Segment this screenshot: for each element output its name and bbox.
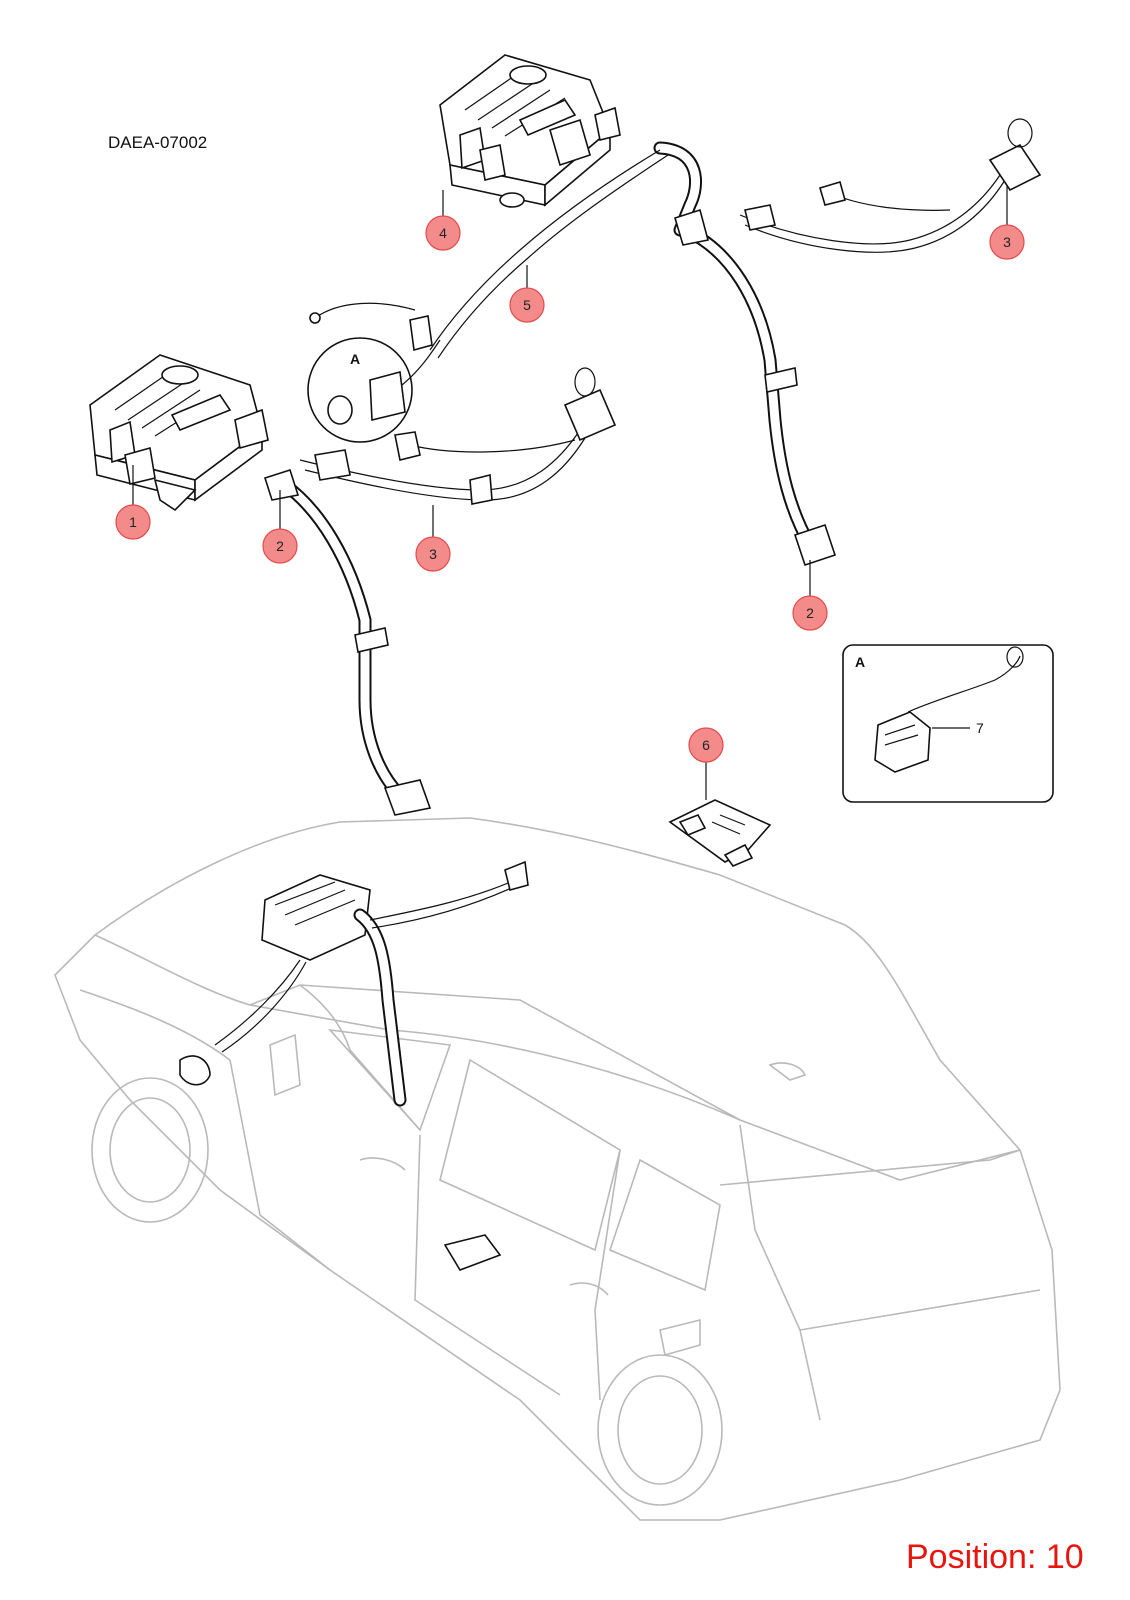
vehicle-installed-parts — [179, 860, 529, 1271]
svg-text:3: 3 — [1003, 234, 1011, 250]
callout-3-top[interactable]: 3 — [989, 224, 1025, 260]
detail-a-magnifier: A — [307, 302, 441, 443]
left-charger-unit — [89, 354, 269, 512]
callout-6[interactable]: 6 — [688, 727, 724, 763]
detail-a-inset: A 7 — [842, 644, 1054, 803]
inset-title: A — [855, 654, 865, 670]
left-unit-cables — [263, 367, 617, 816]
position-label: Position: 10 — [906, 1538, 1084, 1576]
svg-text:4: 4 — [439, 225, 447, 241]
vehicle-outline — [54, 817, 1061, 1521]
callout-4[interactable]: 4 — [425, 215, 461, 251]
svg-text:2: 2 — [806, 605, 814, 621]
part-7-label: 7 — [976, 720, 984, 736]
callout-5[interactable]: 5 — [509, 287, 545, 323]
svg-text:3: 3 — [429, 546, 437, 562]
callout-1[interactable]: 1 — [115, 504, 151, 540]
callout-2-left[interactable]: 2 — [262, 528, 298, 564]
svg-text:2: 2 — [276, 538, 284, 554]
leader-lines — [132, 185, 1008, 800]
svg-text:1: 1 — [129, 514, 137, 530]
top-unit-cables — [429, 118, 1042, 567]
callout-3-mid[interactable]: 3 — [415, 536, 451, 572]
document-code: DAEA-07002 — [108, 133, 208, 152]
svg-text:5: 5 — [523, 297, 531, 313]
callout-2-right[interactable]: 2 — [792, 595, 828, 631]
top-charger-unit — [439, 54, 621, 208]
svg-text:6: 6 — [702, 737, 710, 753]
detail-a-letter: A — [350, 351, 360, 367]
module-part-6 — [668, 799, 772, 867]
